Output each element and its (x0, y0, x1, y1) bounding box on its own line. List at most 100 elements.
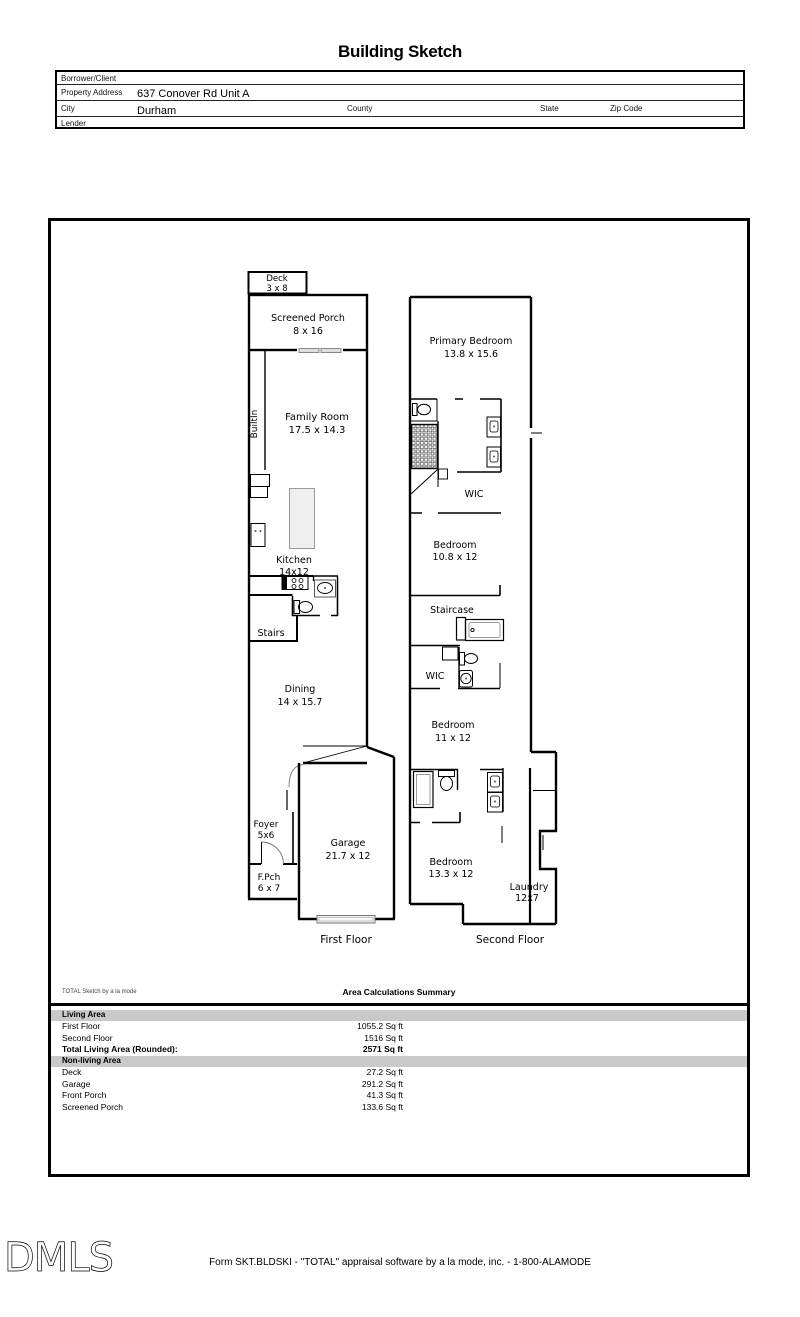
form-row-city: City Durham County State Zip Code (57, 101, 743, 117)
room-label-bedroom4: Bedroom (430, 857, 473, 868)
city-label: City (61, 104, 75, 113)
room-dim-screened-porch: 8 x 16 (293, 326, 323, 337)
sink (317, 582, 333, 594)
toilet (293, 600, 300, 614)
room-dim-family-room: 17.5 x 14.3 (289, 425, 346, 436)
sink-counter (486, 446, 501, 468)
first-floor-labels: Deck 3 x 8 Screened Porch 8 x 16 BuiltIn… (250, 274, 372, 946)
row-label: Garage (62, 1078, 91, 1089)
city-field[interactable]: Durham (137, 105, 177, 117)
toilet (412, 403, 418, 416)
summary-row-garage: Garage 291.2 Sq ft (51, 1079, 747, 1091)
row-label: First Floor (62, 1021, 101, 1031)
summary-divider (51, 1003, 747, 1006)
room-label-family-room: Family Room (285, 412, 349, 423)
dmls-logo: DMLS (4, 1238, 115, 1280)
room-label-primary-bedroom: Primary Bedroom (430, 336, 513, 347)
page-title: Building Sketch (338, 42, 462, 61)
row-value: 291.2 Sq ft (361, 1078, 403, 1089)
area-calculations-title: Area Calculations Summary (342, 987, 456, 997)
shower (410, 423, 439, 470)
room-label-kitchen: Kitchen (276, 555, 312, 566)
kitchen-island (289, 488, 315, 549)
dmls-logo-text: DMLS (4, 1238, 113, 1280)
room-label-staircase: Staircase (430, 605, 474, 616)
room-label-foyer: Foyer (254, 820, 279, 830)
toilet (438, 770, 455, 777)
bath-counter (314, 579, 336, 598)
summary-row-second-floor: Second Floor 1516 Sq ft (51, 1033, 747, 1045)
total-sketch-watermark: TOTAL Sketch by a la mode (62, 989, 137, 995)
room-dim-foyer: 5x6 (258, 831, 275, 841)
room-dim-primary-bedroom: 13.8 x 15.6 (444, 349, 498, 360)
row-value: 2571 Sq ft (362, 1044, 403, 1054)
room-label-screened-porch: Screened Porch (271, 313, 345, 324)
summary-row-total-living: Total Living Area (Rounded): 2571 Sq ft (51, 1044, 747, 1056)
footer-form-text: Form SKT.BLDSKI - "TOTAL" appraisal soft… (209, 1257, 591, 1268)
deck-walls (247, 271, 308, 295)
first-floor-plan (247, 271, 396, 924)
sink-counter (486, 416, 501, 438)
room-label-garage: Garage (331, 838, 366, 849)
nonliving-area-header: Non-living Area (51, 1056, 747, 1067)
room-dim-laundry: 12x7 (515, 893, 539, 904)
summary-row-first-floor: First Floor 1055.2 Sq ft (51, 1021, 747, 1033)
room-label-bedroom2: Bedroom (434, 540, 477, 551)
row-label: Deck (62, 1067, 82, 1077)
room-dim-bedroom3: 11 x 12 (435, 733, 471, 744)
property-label: Property Address (61, 88, 123, 97)
window (320, 348, 342, 353)
room-label-wic-upper: WIC (465, 489, 484, 500)
row-label: Second Floor (62, 1032, 113, 1043)
zip-label: Zip Code (610, 104, 643, 113)
room-label-deck: Deck (266, 274, 287, 284)
room-dim-bedroom4: 13.3 x 12 (429, 869, 474, 880)
first-floor-caption: First Floor (320, 934, 372, 946)
row-value: 41.3 Sq ft (366, 1090, 403, 1100)
row-value: 27.2 Sq ft (366, 1067, 403, 1077)
room-label-bedroom3: Bedroom (432, 720, 475, 731)
form-row-property: Property Address 637 Conover Rd Unit A (57, 85, 743, 101)
summary-row-front-porch: Front Porch 41.3 Sq ft (51, 1090, 747, 1102)
header-form: Borrower/Client Property Address 637 Con… (55, 70, 745, 129)
lender-label: Lender (61, 119, 86, 128)
second-floor-labels: Primary Bedroom 13.8 x 15.6 WIC Bedroom … (426, 336, 549, 946)
county-label: County (347, 104, 373, 113)
row-value: 133.6 Sq ft (361, 1101, 403, 1112)
borrower-label: Borrower/Client (61, 74, 117, 83)
row-value: 1516 Sq ft (364, 1032, 403, 1043)
room-dim-kitchen: 14x12 (279, 567, 309, 578)
room-dim-dining: 14 x 15.7 (278, 697, 323, 708)
state-label: State (540, 104, 559, 113)
room-label-front-porch: F.Pch (258, 873, 281, 883)
summary-row-screened-porch: Screened Porch 133.6 Sq ft (51, 1102, 747, 1114)
form-row-borrower: Borrower/Client (57, 72, 743, 85)
property-field[interactable]: 637 Conover Rd Unit A (137, 88, 250, 100)
sink (459, 670, 473, 688)
room-label-stairs: Stairs (257, 628, 284, 639)
living-area-header: Living Area (51, 1010, 747, 1021)
toilet (459, 652, 465, 666)
room-dim-deck: 3 x 8 (266, 284, 287, 294)
room-dim-front-porch: 6 x 7 (258, 884, 281, 894)
window (298, 348, 320, 353)
room-dim-bedroom2: 10.8 x 12 (433, 552, 478, 563)
row-label: Front Porch (62, 1090, 107, 1100)
row-label: Screened Porch (62, 1101, 123, 1112)
shower (412, 770, 434, 809)
second-floor-caption: Second Floor (476, 934, 545, 946)
row-value: 1055.2 Sq ft (357, 1021, 403, 1031)
room-label-laundry: Laundry (510, 882, 549, 893)
summary-row-deck: Deck 27.2 Sq ft (51, 1067, 747, 1079)
sketch-area: Deck 3 x 8 Screened Porch 8 x 16 BuiltIn… (48, 218, 750, 1177)
room-dim-garage: 21.7 x 12 (326, 851, 371, 862)
room-label-wic-lower: WIC (426, 671, 445, 682)
second-floor-plan (408, 295, 558, 926)
row-label: Total Living Area (Rounded): (62, 1044, 178, 1054)
room-label-builtin: BuiltIn (250, 410, 260, 439)
form-row-lender: Lender (57, 117, 743, 129)
room-label-dining: Dining (285, 684, 316, 695)
bathtub (464, 618, 505, 642)
floor-plan-drawing: Deck 3 x 8 Screened Porch 8 x 16 BuiltIn… (247, 271, 558, 946)
stairs-diagonal (410, 468, 439, 495)
